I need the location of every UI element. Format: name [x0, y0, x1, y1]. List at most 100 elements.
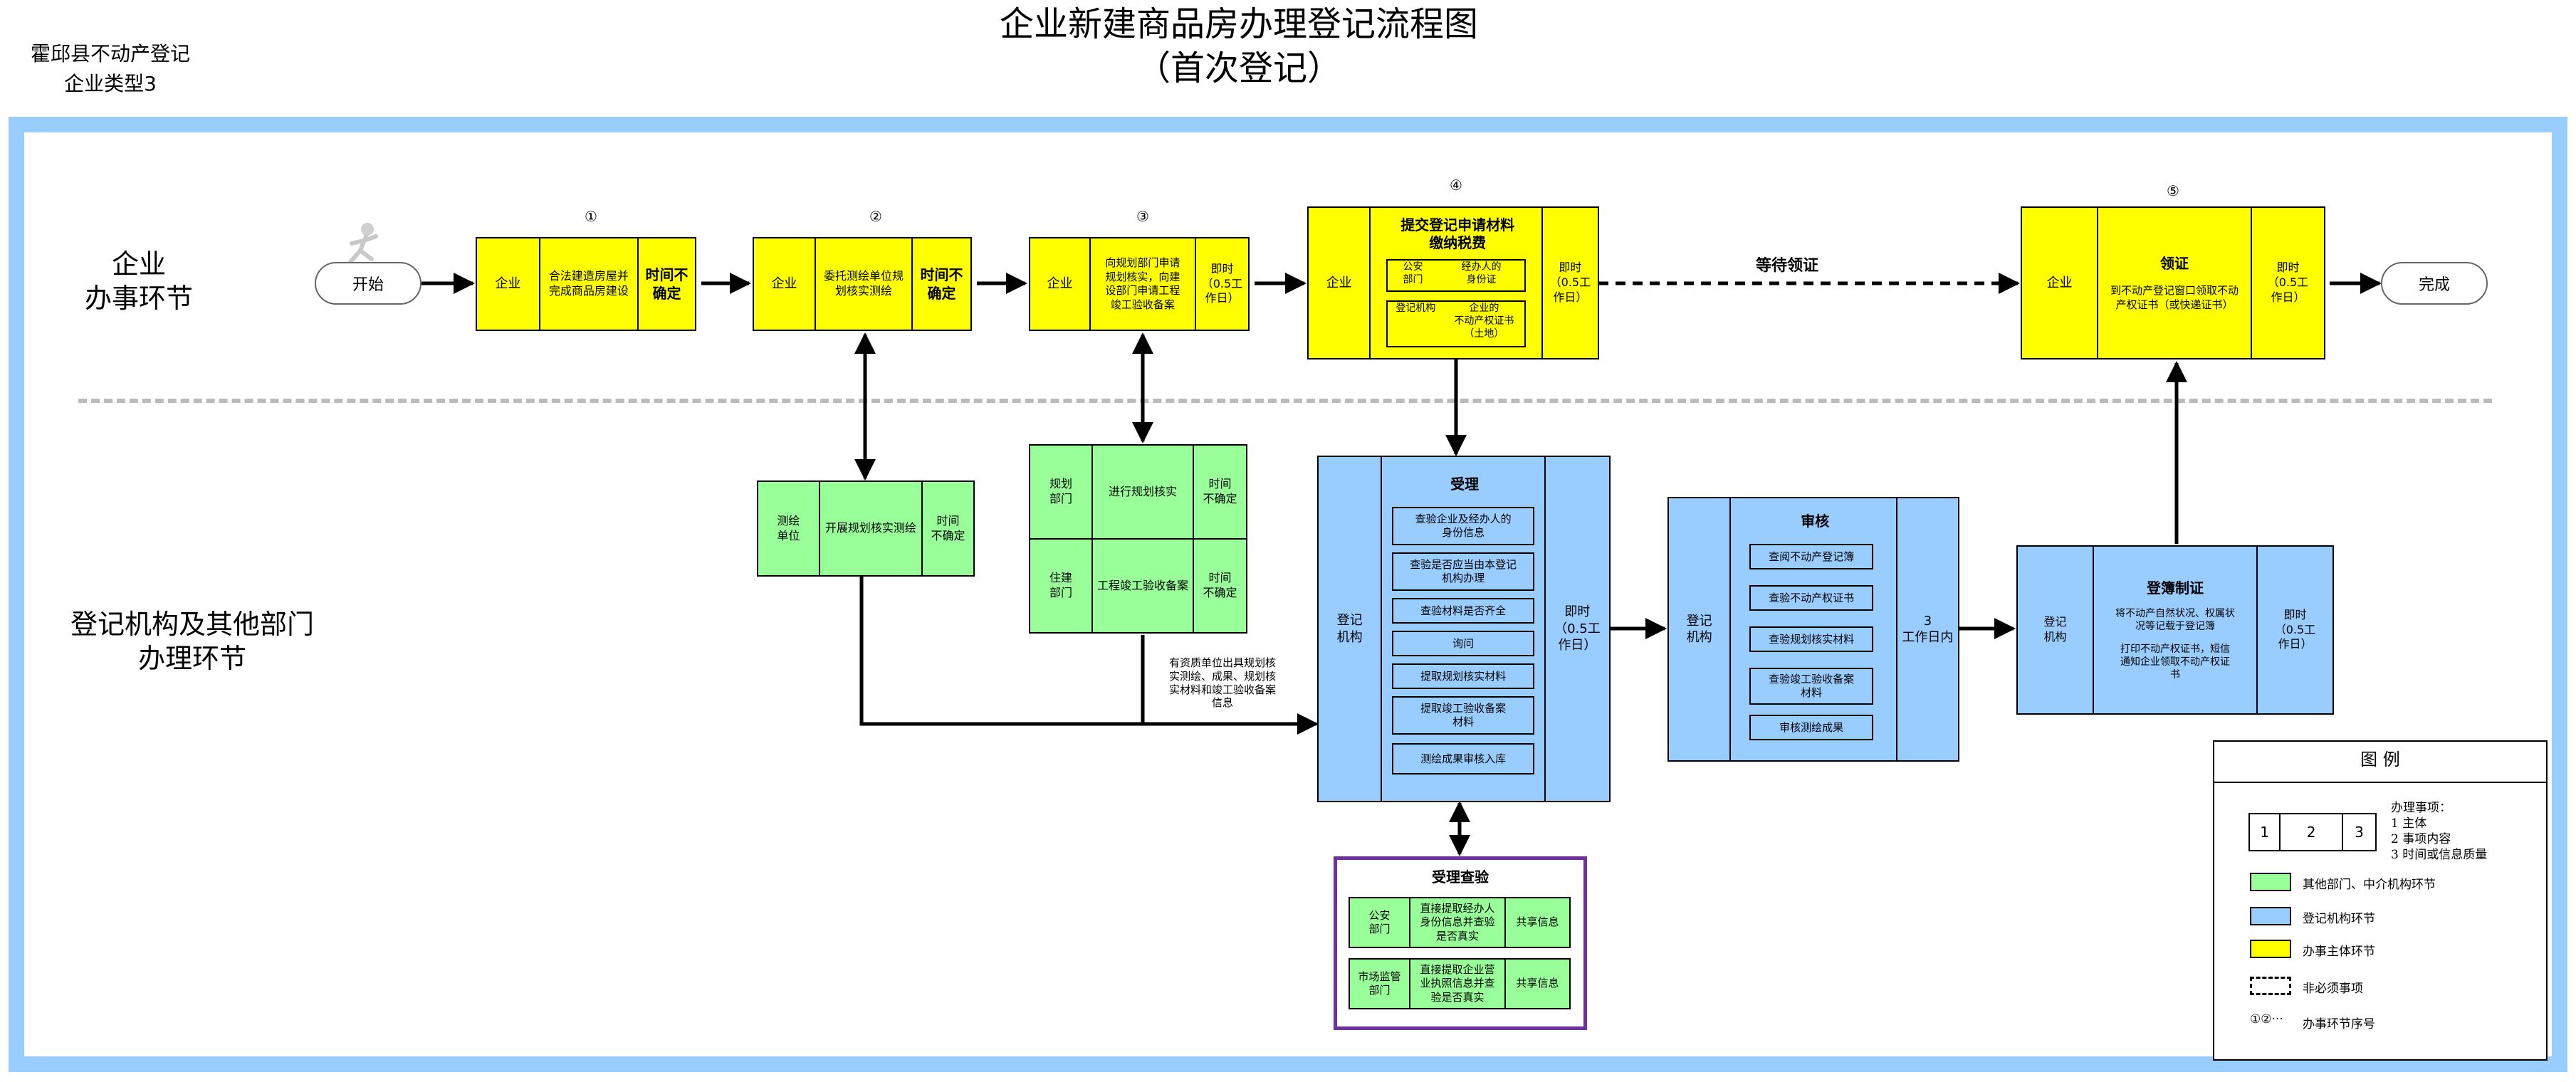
check-row-police-share: 共享信息 [1516, 915, 1559, 929]
step-4-item-1: 公安 部门 经办人的 身份证 [1386, 259, 1527, 292]
lane-label-enterprise: 企业 办事环节 [84, 248, 193, 314]
housing-actor: 住建 部门 [1030, 540, 1093, 632]
housing-time: 时间 不确定 [1203, 571, 1237, 599]
register-actor: 登记 机构 [2018, 547, 2095, 713]
accept-item-4: 询问 [1392, 631, 1535, 656]
accept-title: 受理 [1450, 476, 1480, 493]
planning-box: 规划 部门 进行规划核实 时间 不确定 住建 部门 工程竣工验收备案 时间 不确… [1029, 444, 1247, 634]
survey-content: 开展规划核实测绘 [820, 482, 923, 575]
survey-time: 时间 不确定 [931, 513, 965, 542]
legend-title: 图 例 [2360, 750, 2400, 770]
lane-label-agency: 登记机构及其他部门 办理环节 [70, 609, 314, 674]
step-4-actor: 企业 [1309, 208, 1371, 358]
survey-note: 有资质单位出具规划核 实测绘、成果、规划核 实材料和竣工验收备案 信息 [1168, 656, 1276, 710]
planning-content: 进行规划核实 [1093, 446, 1194, 538]
check-box: 受理查验 公安 部门 直接提取经办人 身份信息并查验 是否真实 共享信息 市场监… [1334, 856, 1587, 1030]
review-item-5: 审核测绘成果 [1749, 715, 1874, 740]
check-row-market-content: 直接提取企业营 业执照信息并查 验是否真实 [1410, 960, 1507, 1008]
planning-row: 规划 部门 进行规划核实 时间 不确定 [1030, 446, 1246, 540]
accept-item-1: 查验企业及经办人的 身份信息 [1392, 507, 1535, 545]
register-title: 登簿制证 [2147, 579, 2204, 597]
step-number-5: ⑤ [2167, 182, 2179, 199]
step-number-3: ③ [1136, 208, 1149, 225]
step-4-item-2-doc: 企业的 不动产权证书 （土地） [1454, 303, 1514, 340]
check-row-market: 市场监管 部门 直接提取企业营 业执照信息并查 验是否真实 共享信息 [1349, 958, 1571, 1009]
register-content: 登簿制证 将不动产自然状况、权属状 况等记载于登记簿 打印不动产权证书，短信 通… [2094, 547, 2258, 713]
step-3-time: 即时 （0.5工 作日） [1201, 261, 1243, 305]
register-desc-2: 打印不动产权证书，短信 通知企业领取不动产权证 书 [2120, 643, 2230, 681]
legend-cell-3: 3 [2355, 824, 2364, 841]
step-3-actor: 企业 [1030, 238, 1091, 330]
lane-divider [78, 399, 2492, 403]
step-4-box: 企业 提交登记申请材料 缴纳税费 公安 部门 经办人的 身份证 登记机构 企业的… [1307, 206, 1599, 359]
step-3-content: 向规划部门申请 规划核实，向建 设部门申请工程 竣工验收备案 [1091, 238, 1196, 330]
org-name: 霍邱县不动产登记 [30, 42, 190, 65]
review-item-4: 查验竣工验收备案 材料 [1749, 668, 1874, 705]
review-item-1: 查阅不动产登记簿 [1749, 544, 1874, 569]
accept-item-2: 查验是否应当由本登记 机构办理 [1392, 552, 1535, 591]
wait-label: 等待领证 [1755, 257, 1818, 275]
register-desc-1: 将不动产自然状况、权属状 况等记载于登记簿 [2115, 607, 2235, 632]
legend-seq-symbol: ①②··· [2250, 1012, 2283, 1026]
legend: 图 例 1 2 3 办理事项： 1 主体 2 事项内容 3 时间或信息质量 其他… [2213, 740, 2548, 1061]
legend-cell-1: 1 [2250, 814, 2281, 850]
step-4-time: 即时 （0.5工 作日） [1549, 261, 1591, 304]
review-content: 审核 查阅不动产登记簿 查验不动产权证书 查验规划核实材料 查验竣工验收备案 材… [1731, 498, 1897, 760]
accept-actor: 登记 机构 [1319, 457, 1383, 801]
step-4-item-1-dept: 公安 部门 [1403, 261, 1423, 286]
step-2-content: 委托测绘单位规 划核实测绘 [816, 238, 913, 330]
check-row-police-actor: 公安 部门 [1350, 898, 1410, 947]
step-4-title: 提交登记申请材料 缴纳税费 [1400, 216, 1515, 251]
legend-swatch-green [2250, 873, 2291, 891]
legend-label-yellow: 办事主体环节 [2303, 945, 2375, 959]
step-5-title: 领证 [2159, 255, 2189, 272]
housing-row: 住建 部门 工程竣工验收备案 时间 不确定 [1030, 540, 1246, 632]
review-item-3: 查验规划核实材料 [1749, 626, 1874, 652]
planning-actor: 规划 部门 [1030, 446, 1093, 538]
step-5-content: 领证 到不动产登记窗口领取不动 产权证书（或快递证书） [2098, 208, 2252, 358]
accept-content: 受理 查验企业及经办人的 身份信息 查验是否应当由本登记 机构办理 查验材料是否… [1382, 457, 1546, 801]
legend-label-seq: 办事环节序号 [2303, 1017, 2375, 1031]
start-node: 开始 [315, 262, 422, 305]
check-title: 受理查验 [1432, 868, 1489, 886]
legend-label-dashed: 非必须事项 [2303, 982, 2363, 996]
step-5-actor: 企业 [2022, 208, 2099, 358]
register-time: 即时 （0.5工 作日） [2274, 607, 2316, 651]
legend-swatch-dashed [2250, 977, 2291, 995]
legend-cells: 1 2 3 [2248, 813, 2377, 851]
survey-actor: 测绘 单位 [758, 482, 820, 575]
step-1-content: 合法建造房屋并 完成商品房建设 [540, 238, 639, 330]
review-box: 登记 机构 审核 查阅不动产登记簿 查验不动产权证书 查验规划核实材料 查验竣工… [1667, 497, 1959, 762]
legend-label-blue: 登记机构环节 [2303, 912, 2375, 926]
step-5-box: 企业 领证 到不动产登记窗口领取不动 产权证书（或快递证书） 即时 （0.5工 … [2021, 206, 2325, 359]
review-time: 3 工作日内 [1902, 613, 1954, 645]
step-3-box: 企业 向规划部门申请 规划核实，向建 设部门申请工程 竣工验收备案 即时 （0.… [1029, 237, 1250, 331]
title-line2: （首次登记） [1136, 48, 1341, 88]
step-2-actor: 企业 [754, 238, 816, 330]
step-4-item-2: 登记机构 企业的 不动产权证书 （土地） [1386, 300, 1527, 347]
accept-item-7: 测绘成果审核入库 [1392, 743, 1535, 774]
step-1-actor: 企业 [477, 238, 540, 330]
legend-label-green: 其他部门、中介机构环节 [2303, 878, 2436, 892]
step-5-time: 即时 （0.5工 作日） [2267, 261, 2309, 304]
legend-explain: 办理事项： 1 主体 2 事项内容 3 时间或信息质量 [2391, 801, 2488, 863]
legend-title-rule [2214, 782, 2546, 783]
step-2-time: 时间不 确定 [920, 266, 963, 302]
step-4-item-1-doc: 经办人的 身份证 [1461, 261, 1502, 286]
accept-time: 即时 （0.5工 作日） [1554, 604, 1601, 653]
housing-content: 工程竣工验收备案 [1093, 540, 1194, 632]
check-row-market-actor: 市场监管 部门 [1350, 960, 1410, 1008]
register-box: 登记 机构 登簿制证 将不动产自然状况、权属状 况等记载于登记簿 打印不动产权证… [2016, 545, 2334, 715]
review-item-2: 查验不动产权证书 [1749, 585, 1874, 611]
review-actor: 登记 机构 [1669, 498, 1732, 760]
legend-swatch-yellow [2250, 940, 2291, 958]
check-row-police-content: 直接提取经办人 身份信息并查验 是否真实 [1410, 898, 1507, 947]
legend-cell-2: 2 [2281, 814, 2343, 850]
step-number-4: ④ [1450, 177, 1462, 194]
step-number-2: ② [869, 208, 882, 225]
accept-item-6: 提取竣工验收备案 材料 [1392, 696, 1535, 735]
step-number-1: ① [585, 208, 597, 225]
review-title: 审核 [1801, 513, 1830, 530]
planning-time: 时间 不确定 [1203, 477, 1237, 505]
